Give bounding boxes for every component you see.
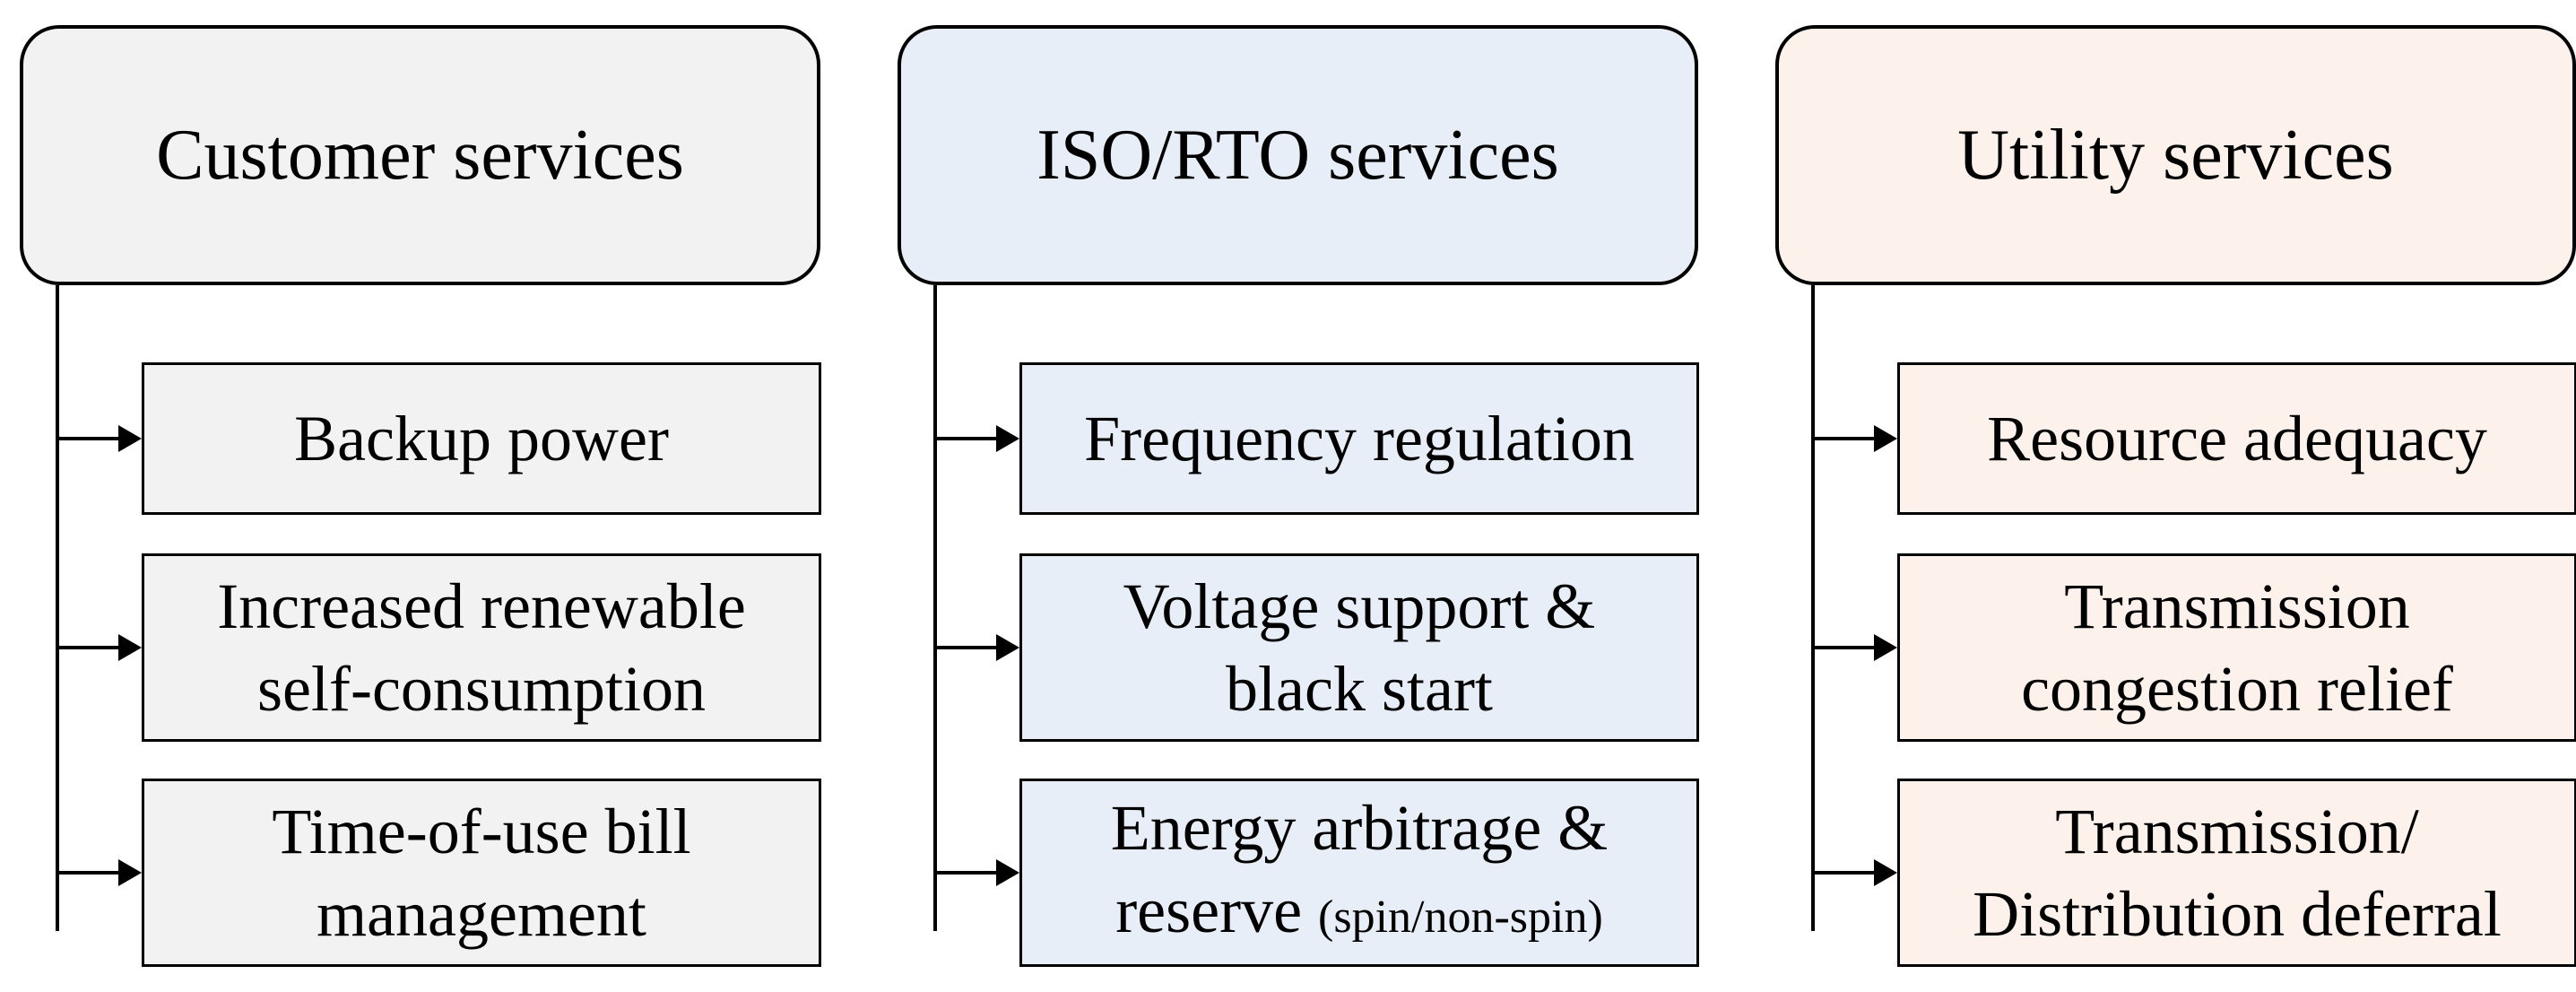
item-line: Distribution deferral: [1973, 878, 2502, 950]
arrow-head-icon: [1874, 634, 1897, 661]
item-line: Increased renewable: [217, 570, 746, 642]
arrow-head-icon: [996, 634, 1019, 661]
item-transmission-congestion-relief: Transmission congestion relief: [1897, 553, 2576, 742]
header-iso-rto-services: ISO/RTO services: [898, 25, 1698, 285]
item-line: Voltage support &: [1123, 570, 1596, 642]
connector-trunk: [56, 285, 59, 931]
item-line: Transmission/: [2055, 796, 2419, 867]
arrow-connector: [56, 634, 142, 661]
header-label: Customer services: [156, 116, 684, 195]
header-utility-services: Utility services: [1775, 25, 2576, 285]
column-utility-services: Utility services Resource adequacy Trans…: [1756, 0, 2576, 992]
item-energy-arbitrage-reserve: Energy arbitrage & reserve (spin/non-spi…: [1019, 779, 1699, 967]
item-line: Energy arbitrage &: [1110, 792, 1609, 864]
arrow-connector: [1811, 859, 1897, 886]
header-label: ISO/RTO services: [1036, 116, 1559, 195]
item-line: management: [317, 878, 646, 950]
header-customer-services: Customer services: [20, 25, 820, 285]
arrow-head-icon: [996, 425, 1019, 452]
column-customer-services: Customer services Backup power Increased…: [0, 0, 821, 992]
item-line: self-consumption: [257, 653, 706, 725]
arrow-connector: [56, 425, 142, 452]
item-line: Transmission: [2064, 570, 2410, 642]
connector-trunk: [1811, 285, 1815, 931]
item-line: Backup power: [294, 403, 669, 474]
arrow-head-icon: [118, 859, 142, 886]
header-label: Utility services: [1957, 116, 2394, 195]
item-increased-renewable-self-consumption: Increased renewable self-consumption: [142, 553, 821, 742]
arrow-head-icon: [1874, 425, 1897, 452]
arrow-head-icon: [118, 634, 142, 661]
column-iso-rto-services: ISO/RTO services Frequency regulation Vo…: [878, 0, 1699, 992]
arrow-connector: [1811, 425, 1897, 452]
item-time-of-use-bill-management: Time-of-use bill management: [142, 779, 821, 967]
arrow-head-icon: [996, 859, 1019, 886]
arrow-head-icon: [118, 425, 142, 452]
arrow-connector: [56, 859, 142, 886]
arrow-connector: [933, 634, 1019, 661]
item-backup-power: Backup power: [142, 362, 821, 515]
arrow-head-icon: [1874, 859, 1897, 886]
item-resource-adequacy: Resource adequacy: [1897, 362, 2576, 515]
item-transmission-distribution-deferral: Transmission/ Distribution deferral: [1897, 779, 2576, 967]
arrow-connector: [1811, 634, 1897, 661]
connector-trunk: [933, 285, 937, 931]
item-line: reserve (spin/non-spin): [1115, 869, 1603, 959]
item-line: black start: [1226, 653, 1493, 725]
item-line-suffix: (spin/non-spin): [1318, 892, 1603, 943]
item-voltage-support-black-start: Voltage support & black start: [1019, 553, 1699, 742]
arrow-connector: [933, 859, 1019, 886]
item-line: Resource adequacy: [1987, 403, 2487, 474]
item-line: Time-of-use bill: [272, 796, 691, 867]
arrow-connector: [933, 425, 1019, 452]
item-frequency-regulation: Frequency regulation: [1019, 362, 1699, 515]
item-line: Frequency regulation: [1084, 403, 1635, 474]
item-line: congestion relief: [2021, 653, 2453, 725]
item-line-main: reserve: [1115, 875, 1303, 946]
